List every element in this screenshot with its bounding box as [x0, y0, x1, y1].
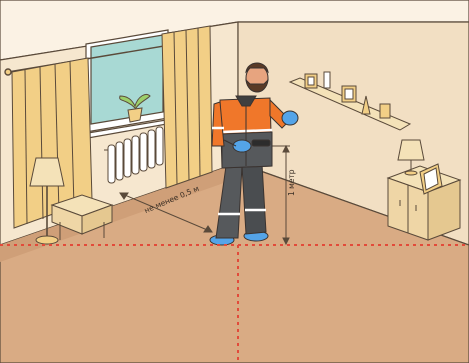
lamp-shade	[30, 158, 64, 186]
measuring-device	[252, 140, 270, 146]
height-label: 1 метр	[287, 169, 296, 196]
right-curtain	[162, 26, 212, 188]
right-glove	[282, 111, 298, 125]
right-curtain-panel	[162, 26, 212, 188]
right-leg	[242, 164, 266, 234]
